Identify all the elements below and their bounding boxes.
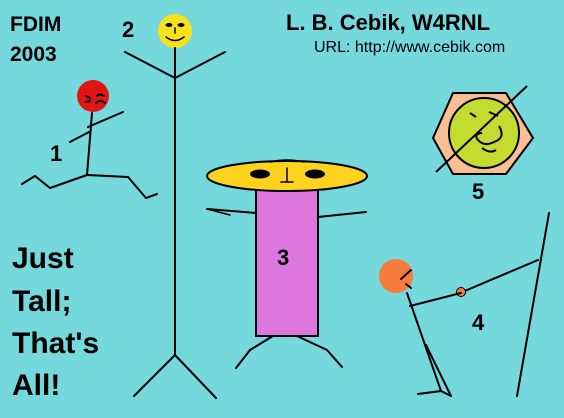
leaning-head — [379, 259, 413, 293]
forbidden-figure — [431, 85, 535, 175]
author-label: L. B. Cebik, W4RNL — [286, 10, 491, 35]
leaning-number: 4 — [472, 310, 485, 335]
leaning-figure — [379, 212, 550, 397]
year-label: 2003 — [10, 43, 57, 66]
slogan-line-1: Just — [12, 242, 74, 275]
tall-figure — [124, 14, 226, 399]
wide-number: 3 — [277, 245, 290, 270]
event-label: FDIM — [10, 13, 62, 36]
url-label: URL: http://www.cebik.com — [314, 39, 506, 56]
slogan-line-2: Tall; — [12, 285, 72, 318]
slogan-line-4: All! — [12, 369, 61, 402]
runner-number: 1 — [50, 141, 63, 166]
forbidden-number: 5 — [472, 179, 485, 204]
runner-figure — [21, 80, 158, 199]
wide-figure — [206, 159, 368, 369]
slogan-line-3: That's — [12, 327, 100, 360]
runner-head — [77, 80, 109, 112]
tall-number: 2 — [122, 17, 135, 42]
